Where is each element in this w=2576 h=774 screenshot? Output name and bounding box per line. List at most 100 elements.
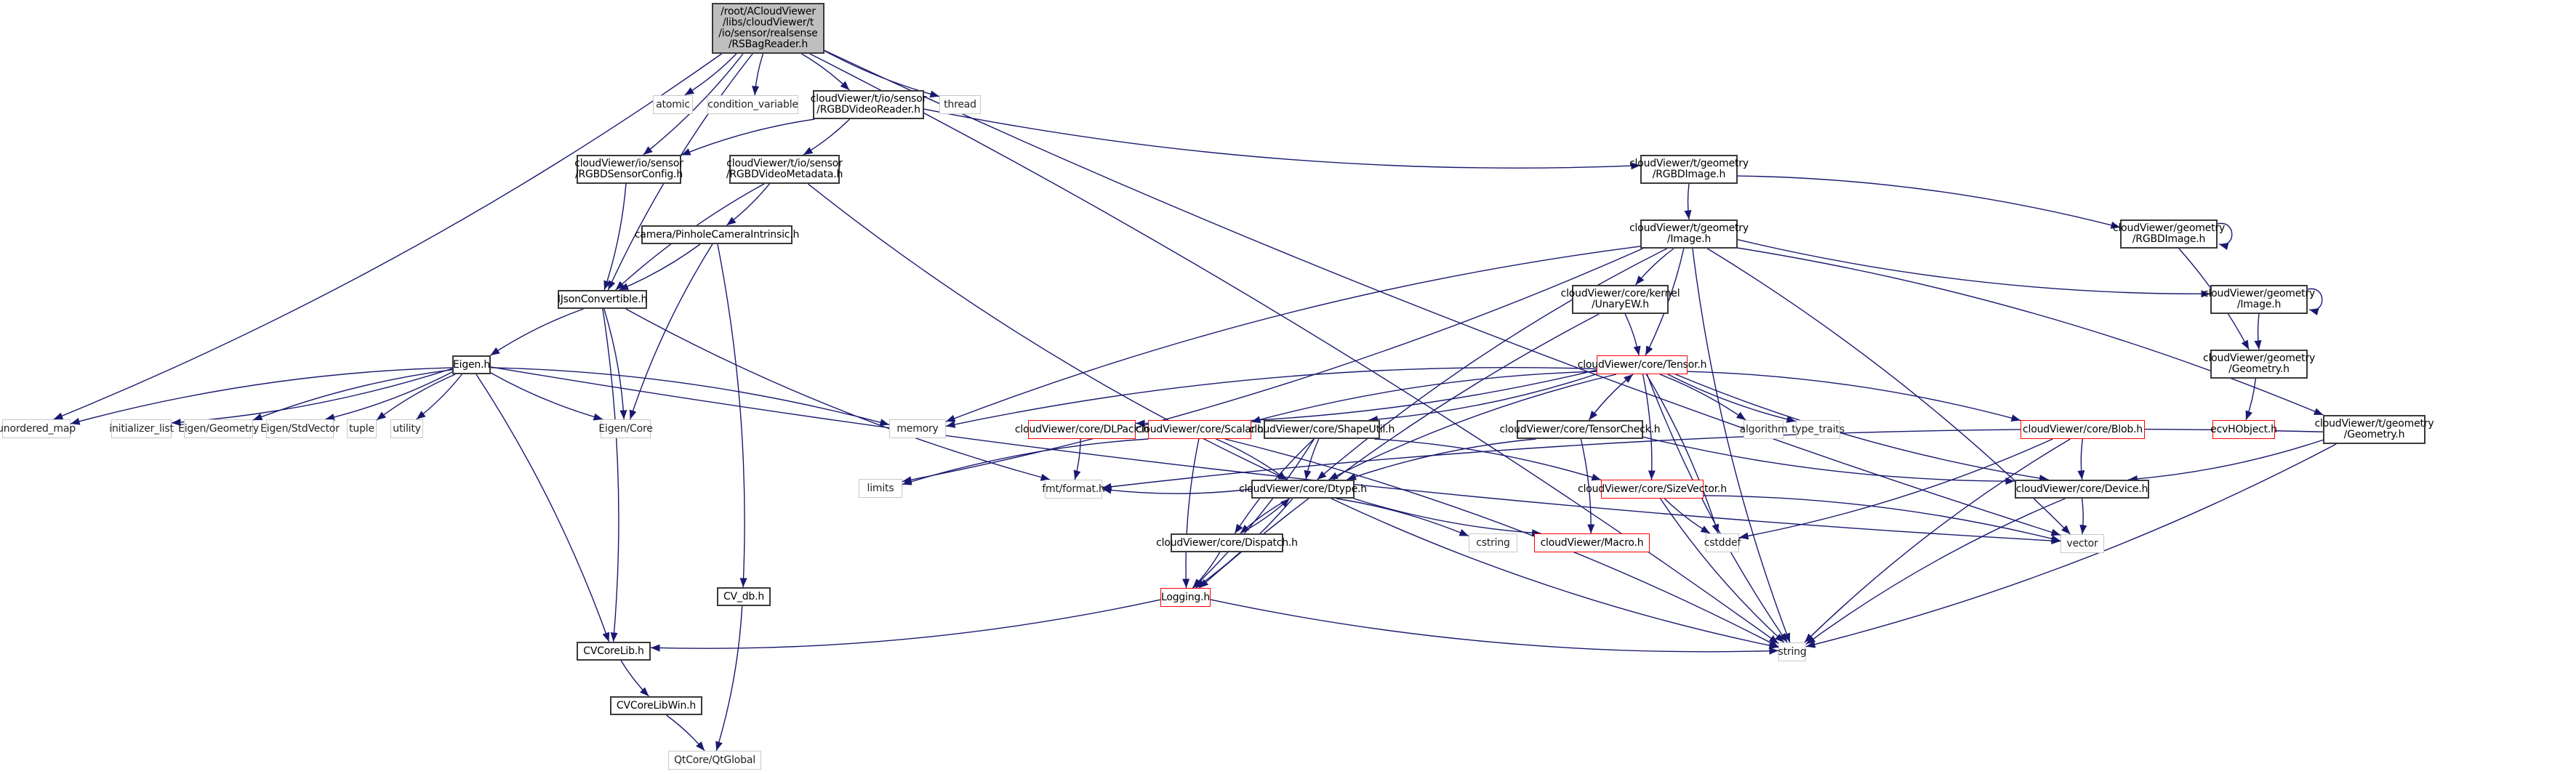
edge-tensor-to-tensorcheck xyxy=(1588,374,1634,421)
edge-pinhole-to-eigencore xyxy=(629,243,713,420)
node-atomic[interactable]: atomic xyxy=(653,95,693,114)
node-rgbdvideoreader[interactable]: cloudViewer/t/io/sensor /RGBDVideoReader… xyxy=(811,90,926,119)
node-initializer_list[interactable]: initializer_list xyxy=(109,419,174,438)
node-sizevector[interactable]: cloudViewer/core/SizeVector.h xyxy=(1578,480,1727,499)
node-unordered_map[interactable]: unordered_map xyxy=(0,419,76,438)
edge-ggeometry-to-ecvhobject xyxy=(2245,378,2257,421)
edge-gimage-to-gimage xyxy=(2307,288,2323,315)
node-eigengeometry[interactable]: Eigen/Geometry xyxy=(178,419,259,438)
edge-tensor-to-string xyxy=(1646,374,1788,643)
node-memory[interactable]: memory xyxy=(889,419,946,438)
edge-rgbdsensorconfig-to-ijson xyxy=(603,183,627,291)
node-logging[interactable]: Logging.h xyxy=(1160,588,1211,607)
edge-dispatch-to-logging xyxy=(1192,552,1221,589)
node-pinhole[interactable]: camera/PinholeCameraIntrinsic.h xyxy=(635,225,799,244)
node-ijson[interactable]: IJsonConvertible.h xyxy=(558,290,647,309)
edge-trgbdimage-to-grgbdimage xyxy=(1737,175,2121,229)
edge-tensorcheck-to-tensor xyxy=(1588,374,1634,421)
edge-tensorcheck-to-device xyxy=(1642,436,2015,485)
node-eigenstdvector[interactable]: Eigen/StdVector xyxy=(260,419,340,438)
node-limits[interactable]: limits xyxy=(859,479,902,498)
edge-eigen-to-eigencore xyxy=(490,372,603,421)
node-timage[interactable]: cloudViewer/t/geometry /Image.h xyxy=(1629,219,1749,249)
node-algorithm[interactable]: algorithm xyxy=(1740,420,1788,439)
node-thread[interactable]: thread xyxy=(939,95,981,114)
node-cstddef[interactable]: cstddef xyxy=(1704,533,1741,552)
node-blob[interactable]: cloudViewer/core/Blob.h xyxy=(2021,420,2145,439)
node-ggeometry[interactable]: cloudViewer/geometry /Geometry.h xyxy=(2203,350,2315,379)
edge-gimage-to-ggeometry xyxy=(2254,313,2262,350)
edge-tensor-to-memory xyxy=(945,366,1597,428)
edge-root-to-vector xyxy=(824,49,2061,536)
edge-timage-to-memory xyxy=(945,246,1641,422)
edge-eigen-to-eigenstdvector xyxy=(325,371,453,421)
node-utility[interactable]: utility xyxy=(390,419,423,438)
node-cstring[interactable]: cstring xyxy=(1469,533,1517,552)
edge-shapeutil-to-sizevector xyxy=(1374,438,1602,481)
node-type_traits[interactable]: type_traits xyxy=(1791,420,1845,439)
edge-tensor-to-dlpack xyxy=(1135,369,1597,427)
node-tensorcheck[interactable]: cloudViewer/core/TensorCheck.h xyxy=(1500,420,1661,439)
node-tuple[interactable]: tuple xyxy=(347,419,377,438)
edge-scalar-to-limits xyxy=(902,438,1149,485)
edge-timage-to-limits xyxy=(902,248,1643,484)
edge-shapeutil-to-logging xyxy=(1192,438,1315,589)
node-macro[interactable]: cloudViewer/Macro.h xyxy=(1534,533,1650,552)
edge-dlpack-to-fmtformat xyxy=(1073,438,1081,480)
edge-timage-to-gimage xyxy=(1737,239,2211,298)
edge-eigen-to-cvcorelib xyxy=(476,374,610,642)
edge-root-to-atomic xyxy=(684,53,737,96)
node-scalar[interactable]: cloudViewer/core/Scalar.h xyxy=(1136,420,1264,439)
edge-timage-to-dtype xyxy=(1317,248,1668,480)
node-tensor[interactable]: cloudViewer/core/Tensor.h xyxy=(1578,355,1706,374)
node-dispatch[interactable]: cloudViewer/core/Dispatch.h xyxy=(1156,533,1298,552)
node-shapeutil[interactable]: cloudViewer/core/ShapeUtil.h xyxy=(1249,420,1395,439)
edge-tensor-to-device xyxy=(1675,374,2049,483)
edge-cvcorelib-to-cvcorelibwin xyxy=(620,660,649,697)
edge-eigen-to-vector xyxy=(490,366,2061,545)
edge-root-to-rgbdsensorconfig xyxy=(643,53,744,156)
node-gimage[interactable]: cloudViewer/geometry /Image.h xyxy=(2203,285,2315,314)
node-fmtformat[interactable]: fmt/format.h xyxy=(1042,480,1105,499)
node-device[interactable]: cloudViewer/core/Device.h xyxy=(2015,480,2149,499)
node-rgbdsensorconfig[interactable]: cloudViewer/io/sensor /RGBDSensorConfig.… xyxy=(574,155,683,184)
node-vector[interactable]: vector xyxy=(2061,534,2104,553)
edge-tensorcheck-to-dtype xyxy=(1347,438,1536,480)
node-unaryew[interactable]: cloudViewer/core/kernel /UnaryEW.h xyxy=(1561,285,1680,314)
node-cvcorelib[interactable]: CVCoreLib.h xyxy=(577,642,651,661)
edge-pinhole-to-cvdb xyxy=(717,243,747,588)
node-cvdb[interactable]: CV_db.h xyxy=(717,587,771,606)
edge-root-to-rgbdvideoreader xyxy=(801,53,850,91)
node-rgbdvideometadata[interactable]: cloudViewer/t/io/sensor /RGBDVideoMetada… xyxy=(726,155,843,184)
node-dlpack[interactable]: cloudViewer/core/DLPack.h xyxy=(1015,420,1149,439)
edge-tgeometry-to-string xyxy=(1805,443,2337,648)
edge-tensor-to-sizevector xyxy=(1642,374,1656,480)
node-dtype[interactable]: cloudViewer/core/Dtype.h xyxy=(1239,480,1367,499)
node-root[interactable]: /root/ACloudViewer /libs/cloudViewer/t /… xyxy=(712,3,824,54)
node-tgeometry[interactable]: cloudViewer/t/geometry /Geometry.h xyxy=(2315,415,2434,444)
edge-dtype-to-macro xyxy=(1353,498,1541,537)
edge-pinhole-to-ijson xyxy=(619,243,701,291)
edge-cvcorelibwin-to-qtglobal xyxy=(666,714,705,751)
node-string[interactable]: string xyxy=(1778,642,1807,661)
node-grgbdimage[interactable]: cloudViewer/geometry /RGBDImage.h xyxy=(2113,219,2225,249)
edge-tensor-to-dtype xyxy=(1328,374,1617,480)
edge-eigen-to-tuple xyxy=(376,374,456,421)
edge-cvdb-to-qtglobal xyxy=(715,605,743,751)
edge-sizevector-to-cstddef xyxy=(1664,498,1711,534)
edge-rgbdvideometadata-to-dtype xyxy=(807,183,1288,480)
node-eigen[interactable]: Eigen.h xyxy=(452,355,491,374)
edge-root-to-unordered_map xyxy=(53,53,722,420)
node-trgbdimage[interactable]: cloudViewer/t/geometry /RGBDImage.h xyxy=(1629,155,1749,184)
node-ecvhobject[interactable]: ecvHObject.h xyxy=(2210,420,2277,439)
edge-dtype-to-string xyxy=(1331,498,1779,650)
edge-tensor-to-type_traits xyxy=(1667,374,1797,423)
node-qtglobal[interactable]: QtCore/QtGlobal xyxy=(668,751,761,770)
edge-blob-to-device xyxy=(2077,438,2085,480)
node-condvar[interactable]: condition_variable xyxy=(707,95,798,114)
edge-tensorcheck-to-macro xyxy=(1580,438,1595,534)
node-eigencore[interactable]: Eigen/Core xyxy=(598,419,653,438)
node-cvcorelibwin[interactable]: CVCoreLibWin.h xyxy=(610,696,702,715)
